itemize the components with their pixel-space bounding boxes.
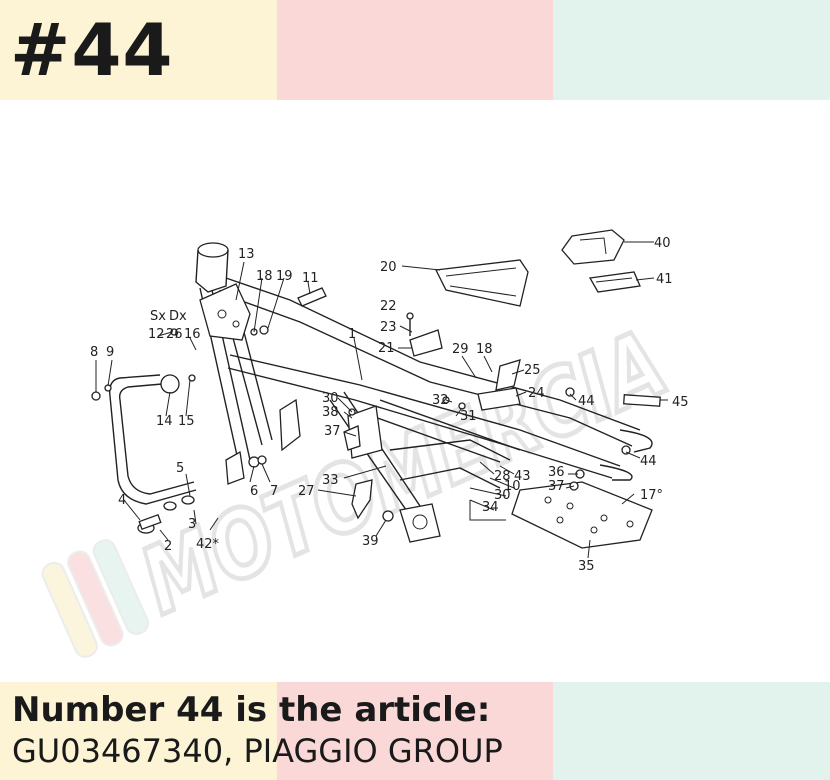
- callout-10: 10: [504, 479, 521, 494]
- callout-3: 3: [188, 517, 196, 532]
- callout-35: 35: [578, 559, 595, 574]
- callout-9: 9: [106, 345, 114, 360]
- callout-41: 41: [656, 272, 673, 287]
- leader-lines: [95, 241, 668, 559]
- callout-12: 12: [148, 327, 165, 342]
- part-number-title: #44: [10, 8, 174, 92]
- callout-8: 8: [90, 345, 98, 360]
- header-band-yellow: [0, 0, 277, 100]
- callout-40: 40: [654, 236, 671, 251]
- footer-band: [0, 682, 830, 780]
- callout-25: 25: [524, 363, 541, 378]
- footer-band-yellow: [0, 682, 277, 780]
- callout-dx: Dx: [169, 309, 187, 324]
- callout-29: 29: [452, 342, 469, 357]
- callout-44: 44: [578, 394, 595, 409]
- callout-6: 6: [250, 484, 258, 499]
- callout-34: 34: [482, 500, 499, 515]
- frame-outline: [195, 242, 653, 543]
- callout-15: 15: [178, 414, 195, 429]
- footer-band-pink: [277, 682, 553, 780]
- exploded-frame-diagram: MOTOMERCIA: [41, 229, 689, 658]
- callout-24: 24: [528, 386, 545, 401]
- watermark-text: MOTOMERCIA: [126, 310, 681, 636]
- header-band-mint: [553, 0, 830, 100]
- callout-30b: 30: [494, 488, 511, 503]
- footer-band-mint: [553, 682, 830, 780]
- callout-labels: 13 18 19 11 20 40 41 22 23 1 21 29 18 25…: [90, 236, 689, 574]
- callout-20: 20: [380, 260, 397, 275]
- callout-11: 11: [302, 271, 319, 286]
- callout-43: 43: [514, 469, 531, 484]
- protection-bar: [109, 374, 197, 534]
- callout-sx: Sx: [150, 309, 166, 324]
- callout-17deg: 17°: [640, 488, 663, 503]
- header-band-pink: [277, 0, 553, 100]
- callout-26: 26: [166, 327, 183, 342]
- callout-4: 4: [118, 493, 126, 508]
- callout-39: 39: [362, 534, 379, 549]
- callout-19: 19: [276, 269, 293, 284]
- callout-42: 42*: [196, 537, 220, 552]
- callout-31: 31: [460, 409, 477, 424]
- callout-38: 38: [322, 405, 339, 420]
- callout-14: 14: [156, 414, 173, 429]
- article-caption: Number 44 is the article:: [12, 690, 491, 730]
- callout-5: 5: [176, 461, 184, 476]
- callout-33: 33: [322, 473, 339, 488]
- callout-21: 21: [378, 341, 395, 356]
- callout-22: 22: [380, 299, 397, 314]
- callout-18b: 18: [476, 342, 493, 357]
- article-code: GU03467340, PIAGGIO GROUP: [12, 732, 503, 770]
- callout-37b: 37: [548, 479, 565, 494]
- callout-28: 28: [494, 469, 511, 484]
- callout-13: 13: [238, 247, 255, 262]
- callout-37: 37: [324, 424, 341, 439]
- callout-30: 30: [322, 391, 339, 406]
- callout-1: 1: [348, 327, 356, 342]
- callout-18: 18: [256, 269, 273, 284]
- callout-44b: 44: [640, 454, 657, 469]
- callout-27: 27: [298, 484, 315, 499]
- callout-23: 23: [380, 320, 397, 335]
- callout-16: 16: [184, 327, 201, 342]
- callout-2: 2: [164, 539, 172, 554]
- callout-36: 36: [548, 465, 565, 480]
- callout-7: 7: [270, 484, 278, 499]
- header-band: [0, 0, 830, 100]
- callout-32: 32: [432, 393, 449, 408]
- callout-45: 45: [672, 395, 689, 410]
